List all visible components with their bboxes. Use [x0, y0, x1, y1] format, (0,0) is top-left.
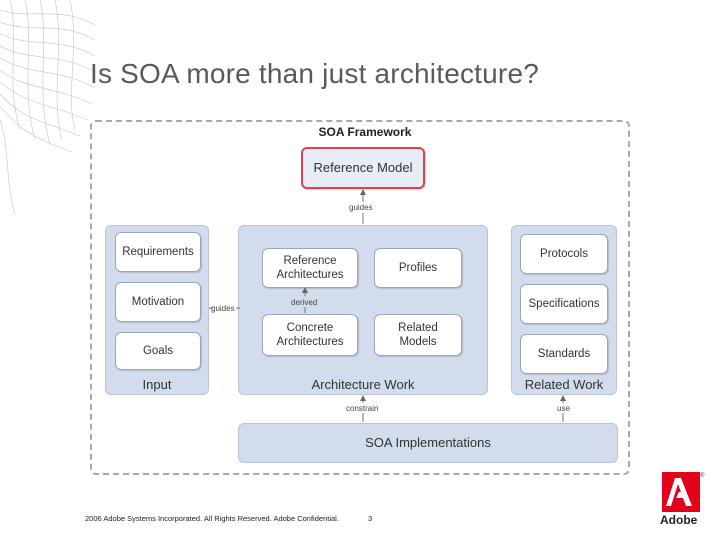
registered-mark: ®: [700, 473, 705, 479]
related-models-box: Related Models: [374, 314, 462, 356]
footer-copyright: 2006 Adobe Systems Incorporated. All Rig…: [85, 514, 339, 523]
adobe-logo-text: Adobe: [660, 513, 698, 527]
goals-box: Goals: [115, 332, 201, 370]
adobe-logo-icon: [662, 472, 700, 512]
edge-label-constrain: constrain: [346, 404, 379, 413]
slide-title: Is SOA more than just architecture?: [90, 58, 539, 89]
reference-model-box: Reference Model: [301, 147, 425, 189]
standards-box: Standards: [520, 334, 608, 374]
profiles-box: Profiles: [374, 248, 462, 288]
framework-title: SOA Framework: [318, 125, 412, 139]
soa-implementations-box: SOA Implementations: [238, 423, 618, 463]
decorative-wave-graphic: [0, 0, 96, 216]
related-work-label: Related Work: [524, 377, 604, 392]
protocols-box: Protocols: [520, 234, 608, 274]
edge-label-guides-side: guides: [211, 304, 235, 313]
specifications-box: Specifications: [520, 284, 608, 324]
edge-label-derived: derived: [291, 298, 318, 307]
requirements-box: Requirements: [115, 232, 201, 272]
input-label: Input: [142, 377, 172, 392]
reference-architectures-box: Reference Architectures: [262, 248, 358, 288]
motivation-box: Motivation: [115, 282, 201, 322]
concrete-architectures-box: Concrete Architectures: [262, 314, 358, 356]
edge-label-guides-top: guides: [349, 203, 373, 212]
architecture-work-label: Architecture Work: [311, 377, 415, 392]
edge-label-use: use: [557, 404, 570, 413]
page-number: 3: [368, 514, 373, 523]
